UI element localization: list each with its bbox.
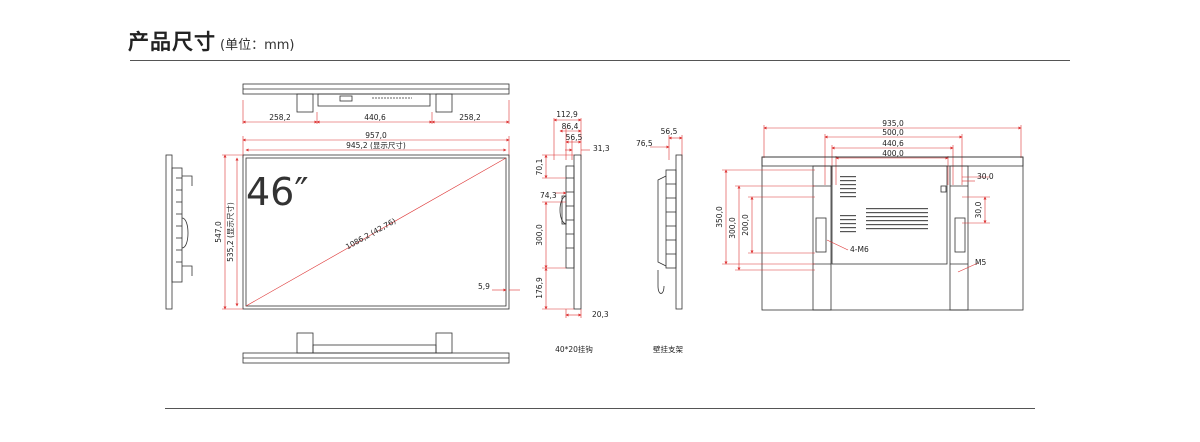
bezel-label: 5,9 [478,282,490,291]
wall-mount-view [657,154,683,310]
top-view [242,83,510,113]
left-side-view [165,154,193,310]
rear-w3-label: 440,6 [882,139,904,148]
front-width-overall-label: 957,0 [365,131,387,140]
bottom-view [242,332,510,364]
front-view [242,154,510,310]
top-seg-right-label: 258,2 [459,113,481,122]
front-view-dimensions-side [222,154,520,310]
diagonal-label: 1086,2 (42,76) [344,216,397,251]
rear-view-dimensions-top [763,125,1022,185]
rear-view-top-strip [761,156,1024,167]
page-title: 产品尺寸 [128,30,216,54]
front-height-overall-label: 547,0 [214,221,223,243]
rear-vent-grilles [840,176,928,233]
top-view-dimensions [242,100,510,124]
rear-h1-label: 350,0 [715,206,724,228]
rear-dimensions-side [722,169,990,273]
wall-mount-dimensions [650,135,683,160]
front-view-dimensions-top [242,136,510,158]
screw-label: 4-M6 [850,245,869,254]
front-width-display-label: 945,2 (显示尺寸) [346,140,406,150]
m5-label: M5 [975,258,986,267]
header: 产品尺寸 (单位：mm) [128,26,294,56]
rear-view [761,156,1024,311]
side-d2-label: 86,4 [562,122,579,131]
rear-view-panel [831,165,948,265]
front-height-display-label: 535,2 (显示尺寸) [225,202,235,262]
side-d4-label: 31,3 [593,144,610,153]
side-v1-label: 70,1 [535,158,544,175]
unit-label: (单位：mm) [220,38,295,53]
side-v4-label: 176,9 [535,277,544,299]
rear-w2-label: 500,0 [882,128,904,137]
side-caption: 40*20挂钩 [555,344,593,354]
side-section-dimensions-top [553,118,590,160]
top-view-bracket-right [435,93,453,113]
bottom-divider [165,408,1035,409]
side-section-view [559,154,582,310]
screen-size-label: 46″ [246,170,309,214]
side-bottom-label: 20,3 [592,310,609,319]
side-d3-label: 56,5 [566,133,583,142]
side-v3-label: 300,0 [535,224,544,246]
top-view-bracket-left [296,93,314,113]
side-d1-label: 112,9 [556,110,578,119]
side-v2-label: 74,3 [540,191,557,200]
diagonal-line [245,157,507,307]
side-section-dimensions-side [542,154,582,318]
rear-r2-label: 30,0 [974,201,983,218]
front-view-bezel [242,154,510,310]
rear-right-rail [949,165,969,311]
wall-d1-label: 56,5 [661,127,678,136]
front-view-screen [245,157,507,307]
rear-h3-label: 200,0 [741,214,750,236]
rear-h2-label: 300,0 [728,217,737,239]
top-divider [130,60,1070,61]
rear-w4-label: 400,0 [882,149,904,158]
rear-w1-label: 935,0 [882,119,904,128]
rear-left-rail [812,165,832,311]
rear-r1-label: 30,0 [977,172,994,181]
wall-d2-label: 76,5 [636,139,653,148]
top-seg-middle-label: 440,6 [364,113,386,122]
wall-caption: 壁挂支架 [653,344,683,354]
top-seg-left-label: 258,2 [269,113,291,122]
